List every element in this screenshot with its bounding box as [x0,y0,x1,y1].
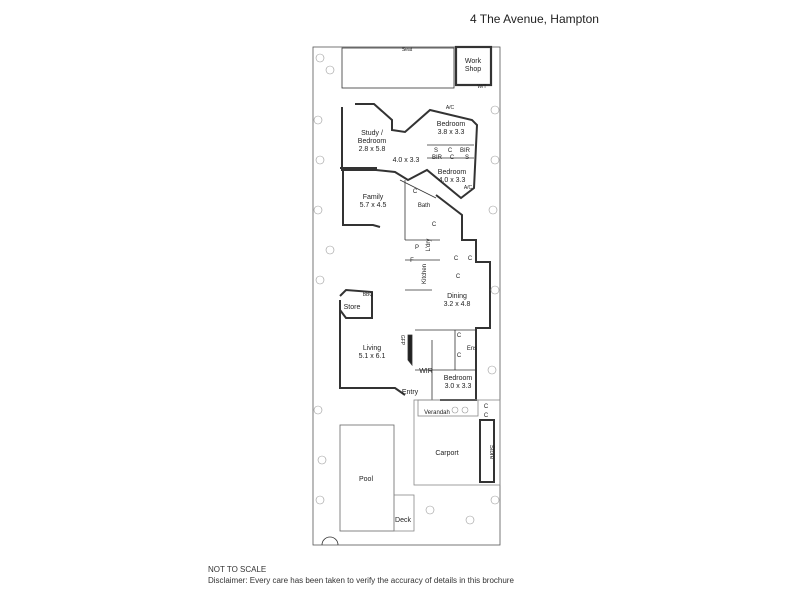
interior-wall [399,179,437,199]
label-workshop-2: Shop [465,66,481,73]
label-carport: Carport [435,450,458,457]
label-store2: Store [488,445,494,460]
label-bbq: BBQ [363,292,374,298]
west-wall [339,300,406,396]
label-store1: Store [344,304,361,311]
label-study-1: Study / [361,130,383,137]
label-dining-dim: 3.2 x 4.8 [444,301,471,308]
label-s1: S [434,148,438,154]
disclaimer-note: Disclaimer: Every care has been taken to… [208,576,514,585]
pool-outline [339,424,395,532]
label-hall-dim: 4.0 x 3.3 [393,157,420,164]
label-bedroom1: Bedroom [437,121,466,128]
label-gfp: GFP [399,335,405,346]
label-bath: Bath [418,203,430,209]
label-study-2: Bedroom [358,138,387,145]
verandah-outline [417,399,479,417]
label-wir: WIR [419,368,433,375]
deck-outline [393,494,415,532]
label-kitchen: Kitchen [422,264,428,284]
address-title: 4 The Avenue, Hampton [470,12,599,26]
label-study-dim: 2.8 x 5.8 [359,146,386,153]
east-wall [435,194,491,401]
label-bedroom2-dim: 4.0 x 3.3 [439,177,466,184]
label-bir1: BIR [460,148,471,154]
label-dining: Dining [447,293,467,300]
label-c4: C [432,222,437,228]
label-f: F [410,258,414,264]
label-seat: Seat [402,47,413,53]
label-bir2: BIR [432,155,443,161]
gate-arc [321,536,339,546]
label-ac-top: A/C [446,105,455,111]
label-living: Living [363,345,381,352]
label-c6: C [468,256,473,262]
label-c8: C [457,333,462,339]
label-ens: Ens [467,346,477,352]
garden-shrubs [313,53,500,525]
label-c2: C [450,155,455,161]
label-c3: C [413,189,418,195]
label-c11: C [484,413,489,419]
label-bedroom2: Bedroom [438,169,467,176]
seat-outline [341,47,455,89]
label-workshop-1: Work [465,58,482,65]
label-p: P [415,245,419,251]
label-c5: C [454,256,459,262]
label-pool: Pool [359,476,373,483]
site-boundary [312,46,501,546]
label-c10: C [484,404,489,410]
label-verandah: Verandah [424,410,450,416]
label-c9: C [457,353,462,359]
label-bedroom3: Bedroom [444,375,473,382]
label-ac-bottom: A/C [464,185,473,191]
label-entry: Entry [402,389,419,396]
label-laundry: L'dry [426,239,432,252]
label-c7: C [456,274,461,280]
label-s2: S [465,155,469,161]
label-wt: W/T [477,84,486,90]
store-carport-outline [479,419,495,483]
label-bedroom1-dim: 3.8 x 3.3 [438,129,465,136]
label-bedroom3-dim: 3.0 x 3.3 [445,383,472,390]
family-outline [342,170,381,228]
label-family-dim: 5.7 x 4.5 [360,202,387,209]
scale-note: NOT TO SCALE [208,565,267,574]
label-family: Family [363,194,384,201]
store-outline [339,288,373,319]
house-outline-north [355,103,479,200]
fireplace [407,334,413,367]
label-c1: C [448,148,453,154]
label-deck: Deck [395,517,411,524]
workshop-outline [454,45,493,87]
label-living-dim: 5.1 x 6.1 [359,353,386,360]
